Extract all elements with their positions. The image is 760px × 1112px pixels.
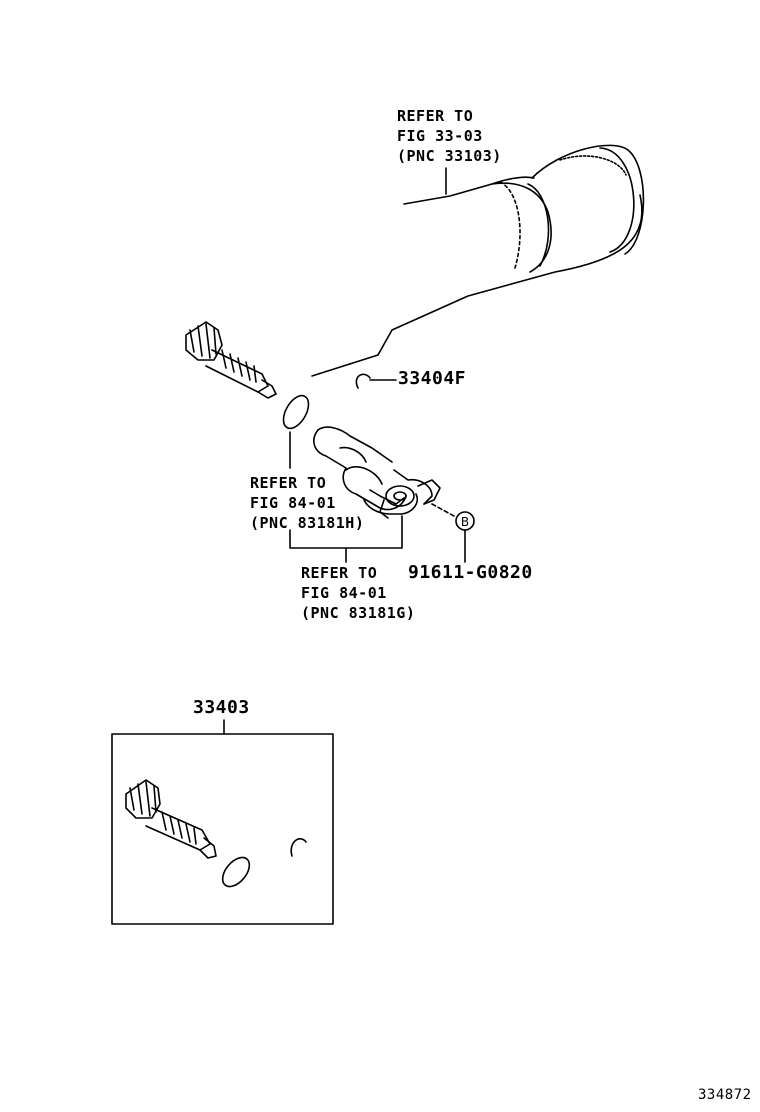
part-label-bolt: 91611-G0820: [408, 562, 533, 583]
part-label-clip: 33404F: [398, 368, 467, 389]
part-label-kit: 33403: [193, 697, 250, 718]
gear-sleeve: [313, 426, 441, 519]
refer-8401-bracket: [289, 515, 403, 563]
callout-line-1: REFER TO: [250, 474, 327, 492]
callout-refer-fig-84-01-g: REFER TO FIG 84-01 (PNC 83181G): [301, 563, 415, 623]
callout-refer-fig-33-03: REFER TO FIG 33-03 (PNC 33103): [397, 106, 502, 166]
callout-line-2: FIG 84-01: [250, 494, 336, 512]
bolt-marker-label: B: [461, 515, 469, 529]
kit-o-ring: [221, 856, 251, 888]
bolt-leader-dashed: [431, 503, 455, 517]
callout-line-2: FIG 84-01: [301, 584, 387, 602]
kit-driven-gear: [125, 779, 217, 859]
callout-line-3: (PNC 83181H): [250, 514, 365, 532]
driven-gear: [185, 321, 277, 399]
transmission-extension-housing: [311, 144, 645, 377]
callout-line-1: REFER TO: [397, 107, 474, 125]
callout-line-1: REFER TO: [301, 564, 378, 582]
kit-box: [111, 733, 334, 925]
clip: [355, 373, 371, 389]
callout-line-3: (PNC 83181G): [301, 604, 416, 622]
illustration-id: 334872: [698, 1087, 752, 1103]
callout-line-2: FIG 33-03: [397, 127, 483, 145]
o-ring: [282, 394, 310, 430]
callout-line-3: (PNC 33103): [397, 147, 502, 165]
kit-clip: [290, 838, 307, 857]
callout-refer-fig-84-01-h: REFER TO FIG 84-01 (PNC 83181H): [250, 473, 364, 533]
